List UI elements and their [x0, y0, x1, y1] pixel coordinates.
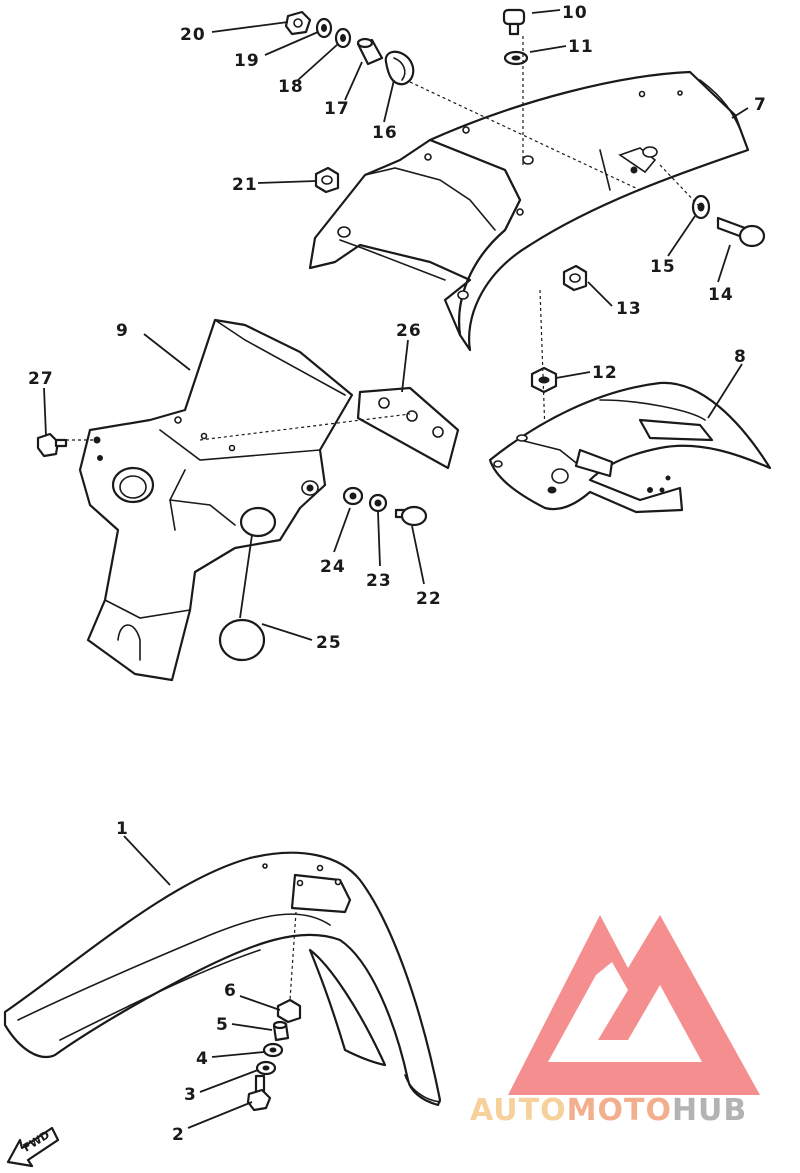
svg-text:AUTOMOTOHUB: AUTOMOTOHUB [470, 1093, 747, 1128]
nut-21-part [314, 166, 340, 194]
collar-5-part [272, 1020, 290, 1042]
callout-16: 16 [372, 123, 398, 143]
front-fender-part [3, 851, 442, 1107]
callout-24: 24 [320, 557, 346, 577]
washer-23-part [368, 493, 388, 513]
callout-22: 22 [416, 589, 442, 609]
watermark-moto: MOTO [567, 1093, 672, 1128]
nut-12-part [530, 366, 558, 394]
bolt-10-part [502, 8, 526, 36]
automotohub-watermark: AUTOMOTOHUB [470, 915, 760, 1128]
grommet-16-part [384, 50, 415, 86]
callout-6: 6 [224, 981, 237, 1001]
bolt-22-part [394, 505, 428, 527]
callout-21: 21 [232, 175, 258, 195]
callout-2: 2 [172, 1125, 185, 1145]
callout-5: 5 [216, 1015, 229, 1035]
watermark-hub: HUB [672, 1093, 747, 1128]
callout-13: 13 [616, 299, 642, 319]
automotohub-logo-icon [508, 915, 760, 1095]
cap-25-part [218, 618, 266, 662]
washer-15-part [691, 194, 711, 220]
callout-10: 10 [562, 3, 588, 23]
washer-18-part [334, 27, 352, 49]
bolt-27-part [36, 432, 68, 458]
fender-stay-part [488, 381, 772, 514]
collar-17-part [356, 37, 384, 66]
washer-11-part [503, 50, 529, 66]
callout-9: 9 [116, 321, 129, 341]
callout-15: 15 [650, 257, 676, 277]
fwd-direction-marker: FWD [6, 1126, 60, 1168]
watermark-auto: AUTO [470, 1093, 567, 1128]
bracket-part [78, 318, 354, 682]
callout-26: 26 [396, 321, 422, 341]
bolt-2-part [246, 1074, 272, 1112]
nut-6-part [276, 998, 302, 1024]
bolt-14-part [716, 216, 766, 248]
callout-19: 19 [234, 51, 260, 71]
callout-3: 3 [184, 1085, 197, 1105]
callout-8: 8 [734, 347, 747, 367]
callout-20: 20 [180, 25, 206, 45]
callout-1: 1 [116, 819, 129, 839]
plate-26-part [356, 386, 460, 470]
callout-18: 18 [278, 77, 304, 97]
callout-7: 7 [754, 95, 767, 115]
washer-3-part [255, 1060, 277, 1076]
leader-lines [43, 9, 749, 1129]
callout-17: 17 [324, 99, 350, 119]
arrow-left-icon [6, 1126, 60, 1168]
nut-13-part [562, 264, 588, 292]
callout-4: 4 [196, 1049, 209, 1069]
callout-labels: 20 19 18 17 16 21 10 11 7 15 14 13 12 8 … [28, 3, 767, 1145]
washer-19-part [315, 17, 333, 39]
callout-12: 12 [592, 363, 618, 383]
washer-24-part [342, 486, 364, 506]
callout-27: 27 [28, 369, 54, 389]
callout-23: 23 [366, 571, 392, 591]
nut-20-part [284, 10, 312, 36]
callout-14: 14 [708, 285, 734, 305]
callout-11: 11 [568, 37, 594, 57]
callout-25: 25 [316, 633, 342, 653]
washer-4-part [262, 1042, 284, 1058]
rear-fender-part [308, 70, 750, 352]
